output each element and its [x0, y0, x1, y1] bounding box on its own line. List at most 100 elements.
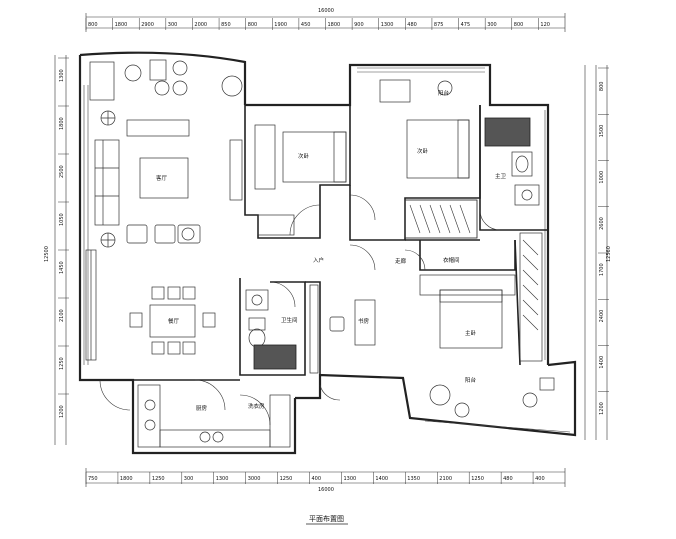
room-label-corridor: 走廊	[395, 257, 407, 265]
bed-top	[379, 79, 478, 239]
master-bed	[419, 232, 543, 362]
room-label-cloakroom: 衣帽间	[443, 256, 460, 264]
dimension-value: 875	[434, 22, 444, 28]
tv-cabinet	[229, 139, 243, 201]
top-dimension-values: 800 1800 2900 300 2000 850 800 1900 450 1800 900 13…	[85, 18, 550, 30]
dimension-value: 400	[312, 476, 322, 482]
room-label-balcony-bottom: 阳台	[465, 376, 477, 384]
kitchen-counters	[137, 384, 291, 448]
right-dimension-lines	[584, 65, 608, 440]
master-bath-shower-grid	[484, 117, 531, 147]
overall-depth-right: 12560	[606, 246, 612, 262]
study-furniture	[309, 284, 376, 374]
dimension-value: 800	[599, 82, 605, 92]
room-label-bedroom2: 次卧	[417, 147, 429, 155]
console-table	[126, 119, 190, 137]
dimension-value: 2400	[599, 310, 605, 323]
dimension-value: 1450	[59, 261, 65, 274]
dimension-value: 1250	[280, 476, 293, 482]
dimension-value: 1350	[407, 476, 420, 482]
bed-left	[254, 124, 347, 236]
dimension-value: 1300	[344, 476, 357, 482]
dimension-value: 2100	[59, 309, 65, 322]
bottom-dimension-values: 750 1800 1250 300 1300 3000 1250 400 1300 1400 135…	[85, 472, 545, 484]
dimension-value: 3000	[248, 476, 261, 482]
drawing-caption: 平面布置图	[309, 514, 344, 523]
dimension-value: 2500	[59, 165, 65, 178]
dimension-value: 1000	[599, 171, 605, 184]
dimension-value: 450	[301, 22, 311, 28]
coffee-table	[139, 157, 189, 199]
dimension-value: 2100	[439, 476, 452, 482]
left-dimension-values: 1300 1800 2500 1050 1450 2100 1250 1200	[58, 57, 69, 418]
room-label-laundry: 洗衣房	[248, 402, 265, 410]
dimension-value: 1200	[59, 405, 65, 418]
room-label-bath-master: 主卫	[495, 172, 507, 180]
dimension-value: 750	[88, 476, 98, 482]
dimension-value: 2000	[194, 22, 207, 28]
dimension-value: 1400	[375, 476, 388, 482]
dimension-value: 1250	[152, 476, 165, 482]
window-lines	[83, 67, 571, 433]
bathroom-fixtures	[245, 289, 269, 348]
reading-corner	[89, 59, 243, 101]
overall-width-top: 16000	[318, 8, 334, 14]
left-storage-wall	[85, 249, 97, 361]
sofa	[94, 139, 120, 226]
door-swings	[99, 194, 501, 426]
dimension-value: 1400	[599, 356, 605, 369]
right-dimension-values: 800 1500 1000 2600 1700 2400 1400 1200	[598, 67, 609, 415]
dimension-value: 1300	[59, 69, 65, 82]
dimension-value: 1800	[59, 117, 65, 130]
room-label-kitchen: 厨房	[196, 404, 208, 412]
dimension-value: 400	[535, 476, 545, 482]
dimension-value: 1800	[120, 476, 133, 482]
room-label-master: 主卧	[465, 329, 477, 337]
dimension-value: 1700	[599, 263, 605, 276]
overall-width-bottom: 16000	[318, 487, 334, 493]
dimension-value: 850	[221, 22, 231, 28]
dimension-value: 1200	[599, 402, 605, 415]
dimension-value: 1250	[471, 476, 484, 482]
room-label-dining: 餐厅	[168, 317, 180, 325]
dimension-value: 2900	[141, 22, 154, 28]
dimension-value: 300	[184, 476, 194, 482]
master-bath-fixtures	[511, 151, 540, 206]
dimension-value: 1300	[216, 476, 229, 482]
dimension-value: 300	[487, 22, 497, 28]
fan-icon	[100, 110, 116, 248]
room-label-bedroom-left: 次卧	[298, 152, 310, 160]
dimension-value: 1800	[328, 22, 341, 28]
dimension-value: 2600	[599, 217, 605, 230]
dimension-value: 1300	[381, 22, 394, 28]
wardrobes	[404, 199, 539, 331]
dimension-value: 120	[540, 22, 550, 28]
room-label-balcony-top: 阳台	[438, 89, 450, 97]
dimension-value: 800	[88, 22, 98, 28]
overall-depth-left: 12500	[44, 246, 50, 262]
interior-walls	[133, 105, 548, 381]
bathroom-shower-grid	[253, 344, 297, 370]
dimension-value: 900	[354, 22, 364, 28]
dimension-value: 300	[168, 22, 178, 28]
dimension-value: 1900	[274, 22, 287, 28]
room-label-bath-main: 卫生间	[281, 316, 298, 324]
dining-table-set	[129, 286, 216, 355]
dimension-value: 480	[407, 22, 417, 28]
balcony-furniture	[429, 377, 555, 418]
exterior-walls	[78, 51, 577, 455]
dimension-value: 1050	[59, 213, 65, 226]
dimension-value: 1800	[115, 22, 128, 28]
dimension-value: 1500	[599, 125, 605, 138]
dimension-value: 480	[503, 476, 513, 482]
armchairs	[126, 224, 201, 244]
dimension-value: 1250	[59, 357, 65, 370]
room-label-living: 客厅	[156, 174, 168, 182]
room-label-study: 书房	[358, 317, 370, 325]
dimension-value: 800	[514, 22, 524, 28]
room-label-entry: 入户	[313, 256, 324, 264]
dimension-value: 800	[248, 22, 258, 28]
dimension-value: 475	[461, 22, 471, 28]
